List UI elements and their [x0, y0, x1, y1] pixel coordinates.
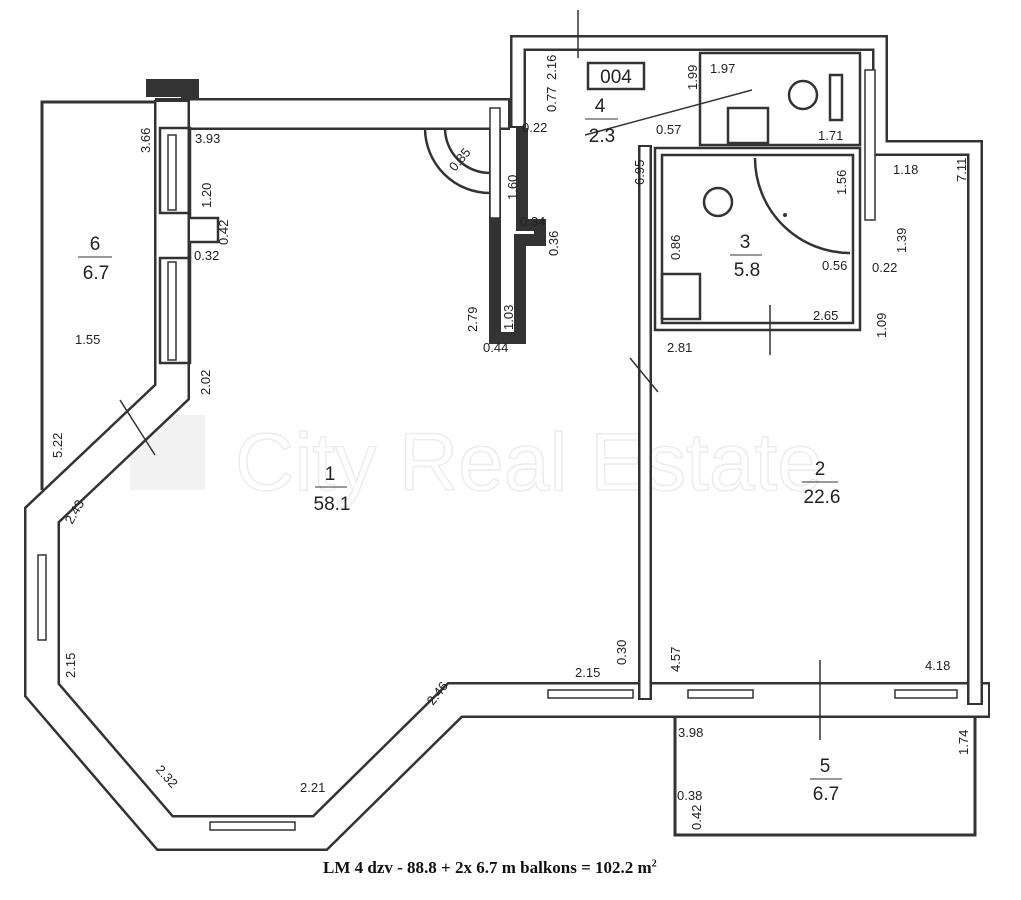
dimension-label: 1.18	[893, 162, 918, 177]
dimension-label: 0.38	[677, 788, 702, 803]
dimension-labels: 2.16 0.77 0.22 1.97 1.99 1.71 0.57 6.95 …	[50, 55, 971, 830]
dimension-label: 0.42	[216, 220, 231, 245]
dimension-label: 2.21	[300, 780, 325, 795]
balcony-5-wall	[673, 717, 977, 837]
dimension-label: 0.32	[194, 248, 219, 263]
wc-walls	[698, 51, 862, 147]
dimension-label: 0.57	[656, 122, 681, 137]
dimension-label: 1.56	[834, 170, 849, 195]
sink-icon	[660, 272, 702, 321]
windows	[37, 69, 958, 831]
dimension-label: 2.81	[667, 340, 692, 355]
dimension-label: 5.22	[50, 433, 65, 458]
dimension-label: 1.97	[710, 61, 735, 76]
room-3-number: 3	[740, 232, 751, 253]
dimension-label: 4.57	[668, 647, 683, 672]
balcony-6-wall	[40, 100, 158, 490]
dimension-label: 3.98	[678, 725, 703, 740]
dimension-label: 1.74	[956, 730, 971, 755]
dimension-label: 3.66	[138, 128, 153, 153]
exterior-walls	[24, 35, 990, 851]
toilet-icon	[702, 186, 734, 218]
dimension-label: 1.99	[685, 65, 700, 90]
room-3-area: 5.8	[734, 260, 760, 281]
watermark: City Real Estate	[130, 415, 824, 509]
dimension-label: 0.22	[522, 120, 547, 135]
dimension-label: 6.95	[632, 160, 647, 185]
bathroom-walls	[653, 146, 862, 332]
dimension-label: 4.18	[925, 658, 950, 673]
dimension-label: 0.44	[483, 340, 508, 355]
room-1-area: 58.1	[314, 494, 351, 515]
dimension-label: 0.77	[544, 87, 559, 112]
toilet-icon	[787, 79, 819, 111]
area-caption: LM 4 dzv - 88.8 + 2x 6.7 m balkons = 102…	[323, 858, 657, 878]
dimension-label: 1.71	[818, 128, 843, 143]
dimension-label: 0.22	[872, 260, 897, 275]
door-swing-icon	[423, 127, 491, 195]
dimension-label: 0.36	[546, 231, 561, 256]
room-2-area: 22.6	[804, 487, 841, 508]
dimension-label: 3.93	[195, 131, 220, 146]
dimension-label: 0.56	[822, 258, 847, 273]
dimension-label: 1.60	[505, 175, 520, 200]
dimension-label: 2.15	[575, 665, 600, 680]
dimension-label: 2.32	[153, 762, 181, 791]
room-6-number: 6	[90, 234, 101, 255]
dimension-label: 0.34	[520, 214, 545, 229]
apartment-code: 004	[600, 67, 632, 88]
sink-icon	[726, 106, 770, 145]
room-labels: 1 58.1 2 22.6 3 5.8 4 2.3 5 6.7 6 6.7	[78, 96, 842, 805]
room-5-area: 6.7	[813, 784, 839, 805]
watermark-text: City Real Estate	[235, 417, 823, 508]
dimension-label: 1.55	[75, 332, 100, 347]
dimension-label: 1.39	[894, 228, 909, 253]
fixtures	[119, 10, 851, 740]
dimension-label: 1.20	[199, 183, 214, 208]
caption-text: LM 4 dzv - 88.8 + 2x 6.7 m balkons = 102…	[323, 858, 652, 877]
dimension-label: 1.09	[874, 313, 889, 338]
caption-superscript: 2	[651, 858, 657, 870]
room-4-number: 4	[595, 96, 606, 117]
room-5-number: 5	[820, 756, 831, 777]
room-4-area: 2.3	[589, 126, 615, 147]
dimension-label: 2.15	[63, 653, 78, 678]
dimension-label: 2.79	[465, 307, 480, 332]
dimension-label: 0.86	[668, 235, 683, 260]
dimension-label: 7.11	[954, 158, 969, 182]
room-1-number: 1	[325, 464, 336, 485]
apartment-code-box	[586, 61, 646, 91]
dimension-label: 0.30	[614, 640, 629, 665]
dimension-label: 0.42	[689, 805, 704, 830]
dimension-label: 2.02	[198, 370, 213, 395]
dimension-label: 2.65	[813, 308, 838, 323]
dimension-label: 2.16	[544, 55, 559, 80]
shower-icon	[753, 157, 851, 255]
dimension-label: 1.03	[501, 305, 516, 330]
room-6-area: 6.7	[83, 263, 109, 284]
room-2-number: 2	[815, 459, 826, 480]
interior-walls	[158, 51, 862, 700]
